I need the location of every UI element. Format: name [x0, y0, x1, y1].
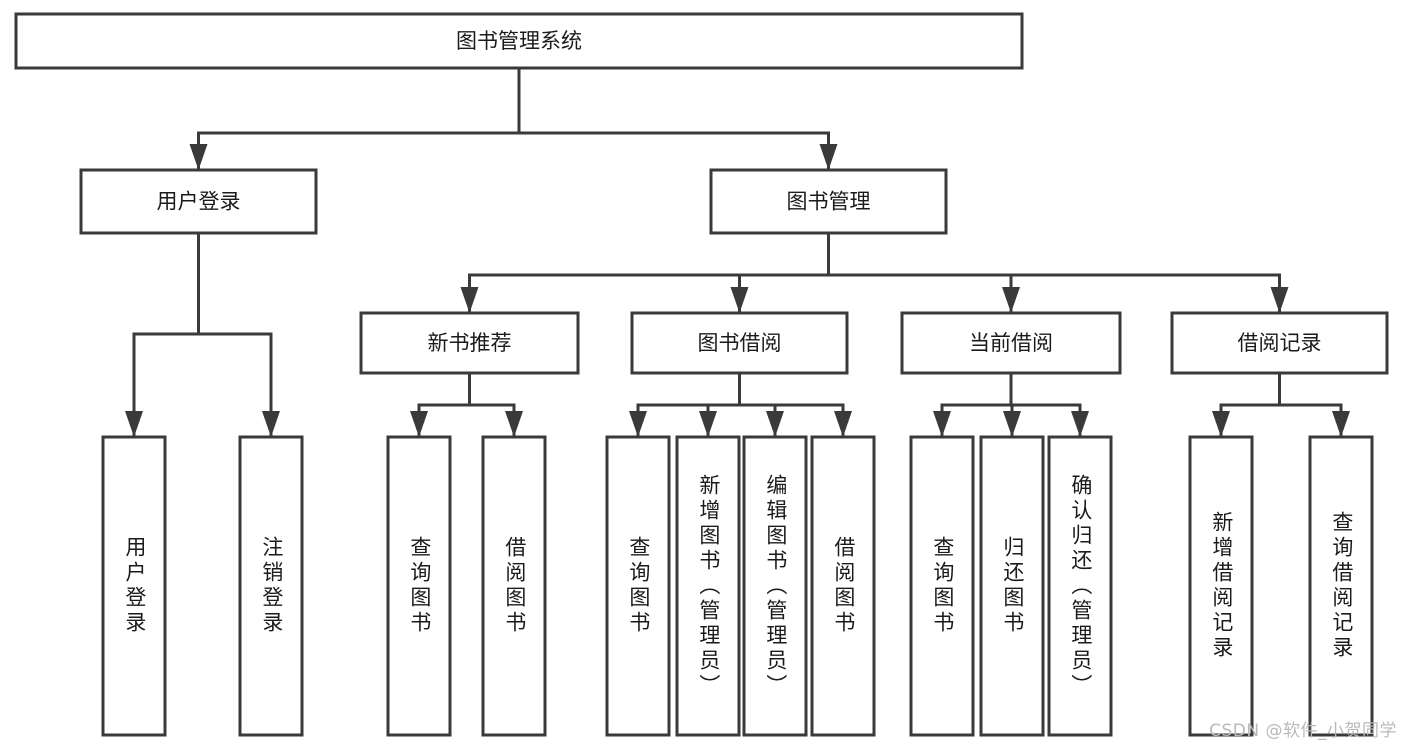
arrow-head-icon [1332, 411, 1350, 437]
level2-box-node-e794a8e688b7e799bbe5bd95[interactable] [79, 168, 318, 235]
leaf-box-node-e696b0e5a29ee5809fe99885e8aeb0e5bd95[interactable] [1188, 435, 1254, 737]
leaf-box-node-e69fa5e8afa2e59bbee4b9a6[interactable] [386, 435, 452, 737]
arrow-head-icon [1002, 287, 1020, 313]
arrow-head-icon [125, 411, 143, 437]
leaf-box-node-e696b0e5a29ee59bbee4b9a6efbc88e7aea1e79086e59198efbc89[interactable] [675, 435, 741, 737]
arrow-head-icon [189, 144, 208, 170]
arrow-head-icon [410, 411, 428, 437]
arrow-head-icon [1003, 411, 1021, 437]
arrow-head-icon [460, 287, 479, 313]
level3-box-node-e696b0e4b9a6e68ea8e88d90[interactable] [359, 311, 580, 375]
leaf-box-node-e5809fe99885e59bbee4b9a6[interactable] [481, 435, 547, 737]
connectors-layer [125, 66, 1350, 437]
level2-box-label: 图书管理 [787, 190, 871, 214]
level3-box-label: 当前借阅 [969, 331, 1053, 355]
level3-box-node-e5bd93e5898de5809fe99885[interactable] [900, 311, 1122, 375]
level3-box-label: 借阅记录 [1238, 331, 1322, 355]
level3-box-label: 新书推荐 [428, 331, 512, 355]
level2-box-label: 用户登录 [157, 190, 241, 214]
leaf-box-node-e7bc96e8be91e59bbee4b9a6efbc88e7aea1e79086e59198efbc89[interactable] [742, 435, 808, 737]
arrow-head-icon [766, 411, 784, 437]
root-box-node-e59bbee4b9a6e7aea1e79086e7b3bbe7bb9f[interactable] [14, 12, 1024, 70]
leaf-box-node-e6b3a8e99480e799bbe5bd95[interactable] [238, 435, 304, 737]
arrow-head-icon [730, 287, 749, 313]
level2-box-node-e59bbee4b9a6e7aea1e79086[interactable] [709, 168, 948, 235]
arrow-head-icon [819, 144, 838, 170]
leaf-box-node-e5bd92e8bf98e59bbee4b9a6[interactable] [979, 435, 1045, 737]
arrow-head-icon [834, 411, 852, 437]
leaf-box-node-e69fa5e8afa2e5809fe99885e8aeb0e5bd95[interactable] [1308, 435, 1374, 737]
level3-box-label: 图书借阅 [698, 331, 782, 355]
leaf-box-node-e7a1aee8aea4e5bd92e8bf98efbc88e7aea1e79086e59198efbc89[interactable] [1047, 435, 1113, 737]
arrow-head-icon [933, 411, 951, 437]
arrow-head-icon [1270, 287, 1289, 313]
arrow-head-icon [505, 411, 523, 437]
arrow-head-icon [629, 411, 647, 437]
root-box-label: 图书管理系统 [456, 29, 582, 53]
watermark-text: CSDN @软件_小贺同学 [1209, 721, 1397, 741]
leaf-box-node-e69fa5e8afa2e59bbee4b9a6[interactable] [909, 435, 975, 737]
leaf-box-node-e69fa5e8afa2e59bbee4b9a6[interactable] [605, 435, 671, 737]
boxes-layer [14, 12, 1389, 737]
leaf-box-node-e794a8e688b7e799bbe5bd95[interactable] [101, 435, 167, 737]
arrow-head-icon [262, 411, 280, 437]
arrow-head-icon [1212, 411, 1230, 437]
arrow-head-icon [699, 411, 717, 437]
level3-box-node-e59bbee4b9a6e5809fe99885[interactable] [630, 311, 849, 375]
leaf-box-node-e5809fe99885e59bbee4b9a6[interactable] [810, 435, 876, 737]
arrow-head-icon [1071, 411, 1089, 437]
level3-box-node-e5809fe99885e8aeb0e5bd95[interactable] [1170, 311, 1389, 375]
